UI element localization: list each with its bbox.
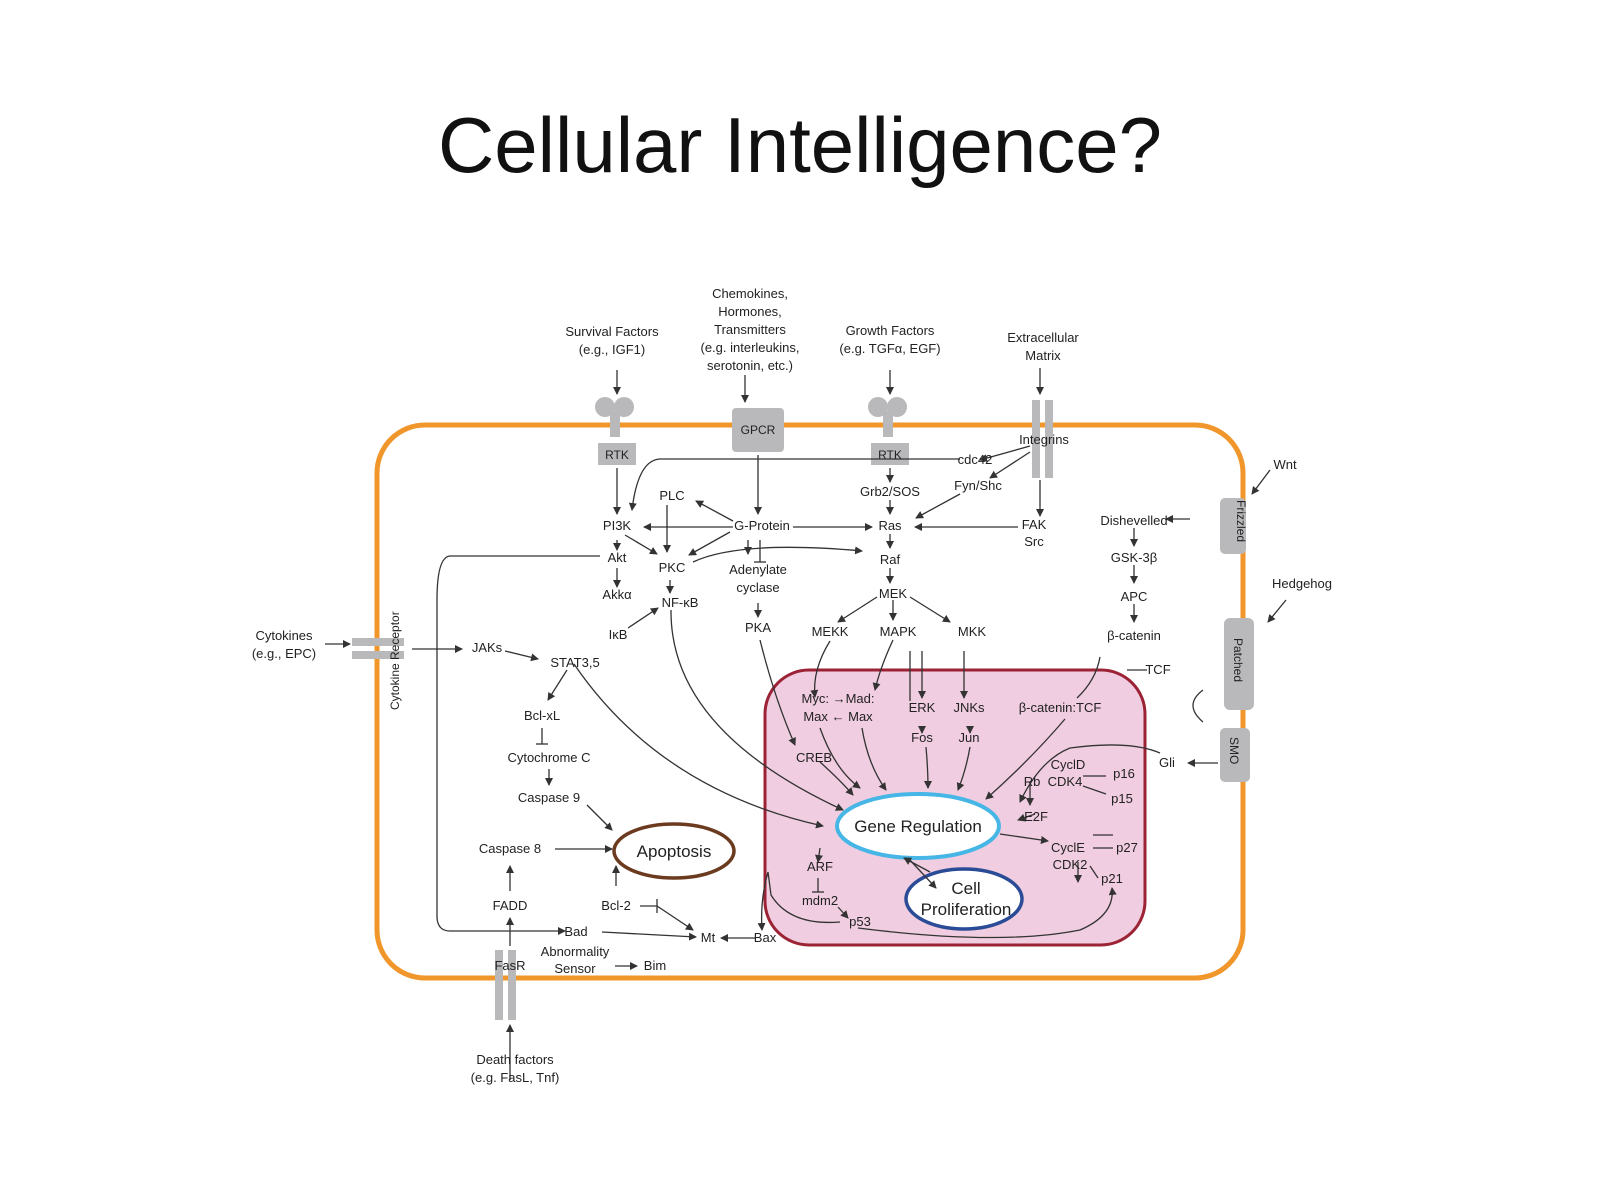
ikb-node: IκB [609, 627, 628, 642]
bad-node: Bad [564, 924, 587, 939]
rtk-receptor-left: RTK [595, 397, 636, 465]
stat-node: STAT3,5 [550, 655, 599, 670]
cyclin-e-node: CyclE [1051, 840, 1085, 855]
smo-label: SMO [1227, 737, 1241, 764]
bax-node: Bax [754, 930, 777, 945]
caspase8-node: Caspase 8 [479, 841, 541, 856]
p15-node: p15 [1111, 791, 1133, 806]
bcl-xl-node: Bcl-xL [524, 708, 560, 723]
myc-max-node: Myc: →Mad:Max ← Max [802, 691, 875, 724]
gsk3b-node: GSK-3β [1111, 550, 1158, 565]
pi3k-node: PI3K [603, 518, 632, 533]
raf-node: Raf [880, 552, 901, 567]
death-factors-label: Death factors(e.g. FasL, Tnf) [471, 1052, 560, 1085]
e2f-node: E2F [1024, 809, 1048, 824]
survival-factors-label: Survival Factors(e.g., IGF1) [565, 324, 659, 357]
caspase9-node: Caspase 9 [518, 790, 580, 805]
akk-alpha-node: Akkα [602, 587, 632, 602]
fos-node: Fos [911, 730, 933, 745]
mapk-node: MAPK [880, 624, 917, 639]
mek-node: MEK [879, 586, 908, 601]
gene-regulation-label: Gene Regulation [854, 817, 982, 836]
beta-catenin-tcf-node: β-catenin:TCF [1019, 700, 1102, 715]
nf-kb-node: NF-κB [662, 595, 699, 610]
mdm2-node: mdm2 [802, 893, 838, 908]
cytokine-receptor [352, 638, 404, 659]
mekk-node: MEKK [812, 624, 849, 639]
fasr-receptor [495, 950, 516, 1020]
smo-receptor: SMO [1220, 728, 1250, 782]
creb-node: CREB [796, 750, 832, 765]
hedgehog-label: Hedgehog [1272, 576, 1332, 591]
cytokine-receptor-label: Cytokine Receptor [388, 611, 402, 710]
pathway-arrows [325, 368, 1287, 1080]
wnt-label: Wnt [1273, 457, 1297, 472]
gpcr-label: GPCR [741, 423, 776, 437]
mt-node: Mt [701, 930, 716, 945]
cdc42-node: cdc42 [958, 452, 993, 467]
bim-node: Bim [644, 958, 666, 973]
apc-node: APC [1121, 589, 1148, 604]
plc-node: PLC [659, 488, 684, 503]
cdk2-node: CDK2 [1053, 857, 1088, 872]
g-protein-node: G-Protein [734, 518, 790, 533]
cytoplasm-nodes: cdc42 Fyn/Shc Grb2/SOS PLC PI3K G-Protei… [472, 452, 1175, 976]
apoptosis-ellipse [612, 822, 736, 880]
p27-node: p27 [1116, 840, 1138, 855]
p16-node: p16 [1113, 766, 1135, 781]
integrins-label: Integrins [1019, 432, 1069, 447]
growth-factors-label: Growth Factors(e.g. TGFα, EGF) [839, 323, 940, 356]
apoptosis-label: Apoptosis [637, 842, 712, 861]
fasr-label: FasR [494, 958, 525, 973]
gene-regulation-ellipse [835, 792, 1001, 860]
cytokines-label: Cytokines(e.g., EPC) [252, 628, 316, 661]
integrins-receptor [1032, 400, 1053, 478]
akt-node: Akt [608, 550, 627, 565]
mkk-node: MKK [958, 624, 987, 639]
frizzled-label: Frizzled [1234, 500, 1248, 542]
bcl2-node: Bcl-2 [601, 898, 631, 913]
p21-node: p21 [1101, 871, 1123, 886]
rtk-left-label: RTK [605, 448, 629, 462]
nucleus-nodes: Myc: →Mad:Max ← Max ERK JNKs Fos Jun β-c… [637, 691, 1138, 929]
slide-title: Cellular Intelligence? [437, 101, 1163, 189]
rtk-right-label: RTK [878, 448, 902, 462]
gpcr-receptor: GPCR [732, 408, 784, 452]
frizzled-receptor: Frizzled [1220, 498, 1248, 554]
patched-receptor: Patched [1224, 618, 1254, 710]
rtk-receptor-right: RTK [868, 397, 909, 465]
cytochrome-c-node: Cytochrome C [507, 750, 590, 765]
chemokines-label: Chemokines,Hormones,Transmitters(e.g. in… [701, 286, 800, 373]
patched-label: Patched [1231, 638, 1245, 682]
cell-proliferation-ellipse [904, 867, 1024, 931]
arf-node: ARF [807, 859, 833, 874]
extracellular-labels: Survival Factors(e.g., IGF1) Chemokines,… [252, 286, 1332, 1085]
jaks-node: JAKs [472, 640, 503, 655]
cyclin-d-node: CyclD [1051, 757, 1086, 772]
gli-node: Gli [1159, 755, 1175, 770]
fadd-node: FADD [493, 898, 528, 913]
cdk4-node: CDK4 [1048, 774, 1083, 789]
ras-node: Ras [878, 518, 902, 533]
dishevelled-node: Dishevelled [1100, 513, 1167, 528]
tcf-node: TCF [1145, 662, 1170, 677]
jun-node: Jun [959, 730, 980, 745]
rb-node: Rb [1024, 774, 1041, 789]
grb2-sos-node: Grb2/SOS [860, 484, 920, 499]
erk-node: ERK [909, 700, 936, 715]
pathway-curves [436, 458, 1204, 939]
jnks-node: JNKs [953, 700, 985, 715]
fyn-shc-node: Fyn/Shc [954, 478, 1002, 493]
pkc-node: PKC [659, 560, 686, 575]
pka-node: PKA [745, 620, 771, 635]
p53-node: p53 [849, 914, 871, 929]
beta-catenin-node: β-catenin [1107, 628, 1161, 643]
